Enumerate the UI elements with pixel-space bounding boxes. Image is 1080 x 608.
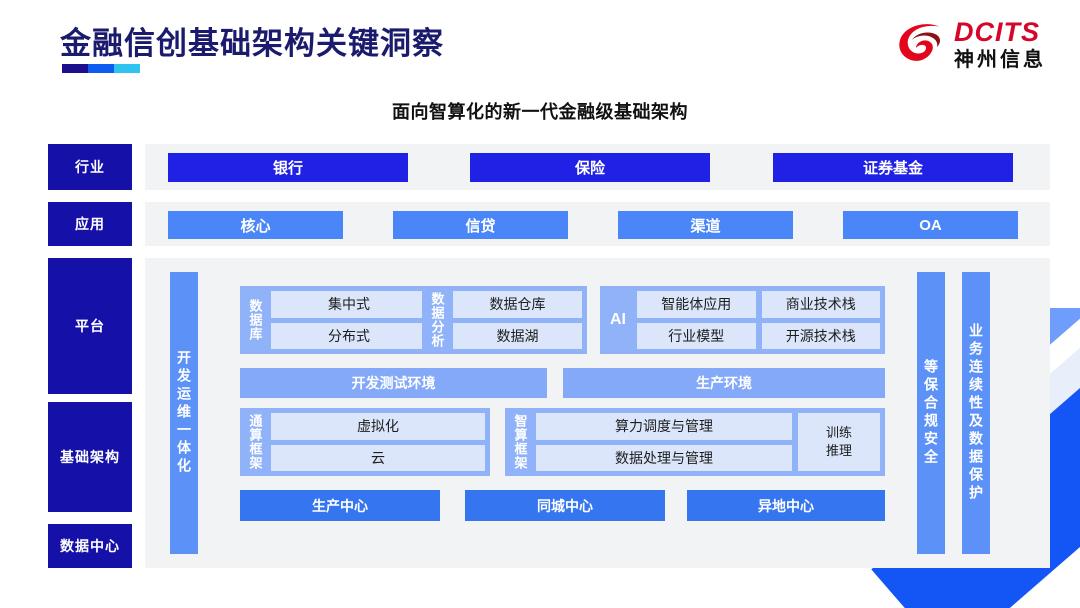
sidebar-item-datacenter[interactable]: 数据中心 bbox=[48, 524, 132, 568]
sidebar-item-industry[interactable]: 行业 bbox=[48, 144, 132, 190]
title-underline bbox=[62, 64, 140, 73]
cell-data-processing[interactable]: 数据处理与管理 bbox=[536, 444, 792, 471]
group-intelligent-compute-framework[interactable]: 智算框架 算力调度与管理 数据处理与管理 训练 推理 bbox=[505, 408, 885, 476]
group-data-analytics[interactable]: 数据分析 数据仓库 数据湖 bbox=[422, 286, 587, 354]
cell-cloud[interactable]: 云 bbox=[271, 444, 485, 471]
application-chip-credit[interactable]: 信贷 bbox=[393, 211, 568, 239]
chip-label: 渠道 bbox=[690, 217, 721, 235]
cell-agent-application[interactable]: 智能体应用 bbox=[637, 291, 756, 318]
cell-opensource-tech-stack[interactable]: 开源技术栈 bbox=[761, 322, 880, 349]
group-label-general-compute: 通算框架 bbox=[247, 414, 263, 470]
chip-label: 开发测试环境 bbox=[351, 375, 436, 391]
sidebar-label: 数据中心 bbox=[60, 538, 120, 554]
logo-text-cn: 神州信息 bbox=[954, 48, 1046, 71]
vcol-compliance-security[interactable]: 等保合规安全 bbox=[917, 272, 945, 554]
chip-label: 核心 bbox=[240, 217, 271, 235]
sidebar-item-infrastructure[interactable]: 基础架构 bbox=[48, 402, 132, 512]
cell-compute-scheduling[interactable]: 算力调度与管理 bbox=[536, 413, 792, 440]
cell-data-lake[interactable]: 数据湖 bbox=[453, 322, 582, 349]
cell-virtualization[interactable]: 虚拟化 bbox=[271, 413, 485, 440]
application-panel: 核心 信贷 渠道 OA bbox=[145, 202, 1050, 246]
cell-training-inference[interactable]: 训练 推理 bbox=[798, 413, 880, 471]
bar-metro-center[interactable]: 同城中心 bbox=[465, 490, 665, 521]
cell-distributed[interactable]: 分布式 bbox=[271, 322, 427, 349]
application-chip-channel[interactable]: 渠道 bbox=[618, 211, 793, 239]
vcol-label: 业务连续性及数据保护 bbox=[968, 323, 984, 503]
bar-production-center[interactable]: 生产中心 bbox=[240, 490, 440, 521]
sidebar-label: 应用 bbox=[75, 216, 105, 232]
chip-label: 同城中心 bbox=[537, 497, 593, 514]
chip-label: 异地中心 bbox=[758, 497, 814, 514]
bar-dev-test-environment[interactable]: 开发测试环境 bbox=[240, 368, 547, 398]
cell-commercial-tech-stack[interactable]: 商业技术栈 bbox=[761, 291, 880, 318]
group-ai[interactable]: AI 智能体应用 商业技术栈 行业模型 开源技术栈 bbox=[600, 286, 885, 354]
group-label-data-analytics: 数据分析 bbox=[429, 292, 445, 348]
industry-chip-bank[interactable]: 银行 bbox=[168, 153, 408, 182]
sidebar-label: 行业 bbox=[75, 159, 105, 175]
cell-centralized[interactable]: 集中式 bbox=[271, 291, 427, 318]
sidebar-label: 基础架构 bbox=[60, 449, 120, 465]
industry-chip-insurance[interactable]: 保险 bbox=[470, 153, 710, 182]
vcol-label: 等保合规安全 bbox=[923, 359, 939, 467]
application-chip-oa[interactable]: OA bbox=[843, 211, 1018, 239]
group-label-ai: AI bbox=[610, 311, 626, 328]
sidebar-item-application[interactable]: 应用 bbox=[48, 202, 132, 246]
vcol-devops-integration[interactable]: 开发运维一体化 bbox=[170, 272, 198, 554]
chip-label: 信贷 bbox=[465, 217, 496, 235]
cell-data-warehouse[interactable]: 数据仓库 bbox=[453, 291, 582, 318]
bar-remote-center[interactable]: 异地中心 bbox=[687, 490, 885, 521]
chip-label: OA bbox=[919, 216, 942, 234]
chip-label: 银行 bbox=[272, 160, 303, 177]
page-title: 金融信创基础架构关键洞察 bbox=[60, 26, 444, 61]
logo-text-en: DCITS bbox=[954, 16, 1040, 47]
vcol-label: 开发运维一体化 bbox=[176, 350, 192, 476]
chip-label: 证券基金 bbox=[862, 160, 923, 177]
application-chip-core[interactable]: 核心 bbox=[168, 211, 343, 239]
chip-label: 生产环境 bbox=[696, 375, 752, 391]
subtitle: 面向智算化的新一代金融级基础架构 bbox=[392, 102, 688, 122]
bar-production-environment[interactable]: 生产环境 bbox=[563, 368, 885, 398]
sidebar-label: 平台 bbox=[75, 318, 105, 334]
dcits-swoosh-icon bbox=[896, 18, 946, 70]
group-general-compute-framework[interactable]: 通算框架 虚拟化 云 bbox=[240, 408, 490, 476]
industry-chip-securities-fund[interactable]: 证券基金 bbox=[773, 153, 1013, 182]
group-label-database: 数据库 bbox=[247, 299, 263, 341]
industry-panel: 银行 保险 证券基金 bbox=[145, 144, 1050, 190]
sidebar-item-platform[interactable]: 平台 bbox=[48, 258, 132, 394]
platform-infrastructure-panel: 开发运维一体化 等保合规安全 业务连续性及数据保护 数据库 集中式 分布式 数据… bbox=[145, 258, 1050, 568]
group-label-intelligent-compute: 智算框架 bbox=[512, 414, 528, 470]
group-database[interactable]: 数据库 集中式 分布式 bbox=[240, 286, 432, 354]
cell-industry-model[interactable]: 行业模型 bbox=[637, 322, 756, 349]
chip-label: 保险 bbox=[574, 160, 605, 177]
vcol-business-continuity-data-protection[interactable]: 业务连续性及数据保护 bbox=[962, 272, 990, 554]
chip-label: 生产中心 bbox=[312, 497, 368, 514]
brand-logo: DCITS 神州信息 bbox=[896, 18, 1046, 70]
